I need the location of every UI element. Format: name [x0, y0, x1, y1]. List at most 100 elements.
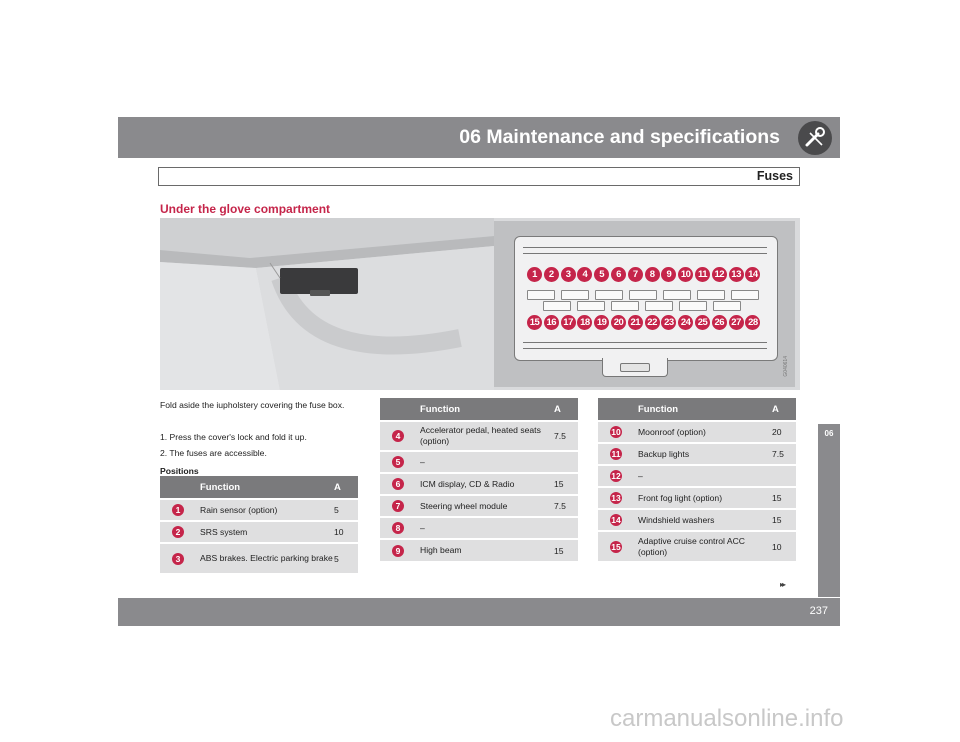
fuse-amperage: 15: [772, 486, 796, 509]
fuse-function: –: [634, 464, 772, 487]
table-header: Function A: [380, 398, 578, 421]
fuse-function: Moonroof (option): [634, 420, 772, 443]
fuse-position-badge: 25: [695, 315, 710, 330]
fuse-amperage: 15: [554, 538, 578, 561]
fuse-amperage: 7.5: [554, 494, 578, 517]
fuse-position-badge: 28: [745, 315, 761, 330]
fuse-slot: [663, 290, 691, 300]
fuse-amperage: 7.5: [772, 442, 796, 465]
fuse-position-badge: 9: [661, 267, 677, 282]
wrench-gear-icon: [798, 121, 832, 155]
fuse-position-badge: 19: [594, 315, 610, 330]
fuse-position-badge: 12: [711, 267, 727, 282]
fuse-position-badge: 7: [627, 267, 643, 282]
section-header-title: Fuses: [756, 169, 793, 183]
fuse-slot: [527, 290, 555, 300]
chapter-title: 06 Maintenance and specifications: [459, 126, 780, 148]
fuse-amperage: 15: [772, 508, 796, 531]
table-row: 8 –: [380, 516, 578, 539]
intro-text: Fold aside the iupholstery covering the …: [160, 400, 345, 410]
fuse-slot: [697, 290, 725, 300]
fuse-position-badge: 2: [543, 267, 559, 282]
continued-arrow-icon: ▸▸: [780, 580, 786, 589]
fuse-position-badge: 22: [644, 315, 660, 330]
fuse-number-badge: 10: [610, 426, 622, 438]
fuse-function: Windshield washers: [634, 508, 772, 531]
fuse-number-badge: 14: [610, 514, 622, 526]
fuse-slot: [731, 290, 759, 300]
table-row: 4 Accelerator pedal, heated seats (optio…: [380, 420, 578, 451]
page-number: 237: [809, 605, 828, 617]
fuse-function: Steering wheel module: [416, 494, 554, 517]
fuse-number-badge: 6: [392, 478, 404, 490]
column-header-a: A: [334, 476, 358, 499]
table-row: 9 High beam 15: [380, 538, 578, 561]
fuse-position-badge: 26: [711, 315, 727, 330]
fuse-function: –: [416, 450, 554, 473]
fuse-position-badge: 18: [577, 315, 593, 330]
fuse-slot: [713, 301, 741, 311]
fuse-position-badge: 24: [678, 315, 694, 330]
fuse-position-badge: 14: [745, 267, 761, 282]
fuse-number-badge: 3: [172, 552, 184, 565]
column-header-function: Function: [196, 476, 334, 499]
watermark: carmanualsonline.info: [610, 705, 844, 732]
fuse-amperage: 5: [334, 498, 358, 521]
section-title: Under the glove compartment: [160, 202, 331, 216]
table-header: Function A: [160, 476, 358, 499]
table-row: 14 Windshield washers 15: [598, 508, 796, 531]
table-row: 7 Steering wheel module 7.5: [380, 494, 578, 517]
fuse-function: Front fog light (option): [634, 486, 772, 509]
fuse-number-badge: 11: [610, 448, 622, 460]
fuse-amperage: 5: [334, 542, 358, 573]
fuse-amperage: 15: [554, 472, 578, 495]
page-footer: 237: [118, 598, 840, 626]
fuse-position-badge: 17: [560, 315, 576, 330]
fuse-number-badge: 12: [610, 470, 622, 482]
fuse-position-badge: 1: [527, 267, 542, 282]
chapter-side-tab: 06: [818, 424, 840, 597]
table-row: 15 Adaptive cruise control ACC (option) …: [598, 530, 796, 561]
fuse-position-badge: 27: [728, 315, 744, 330]
section-header: Fuses: [158, 167, 800, 186]
table-row: 11 Backup lights 7.5: [598, 442, 796, 465]
fuse-box-cover-lock: [602, 358, 668, 377]
fuse-function: ABS brakes. Electric parking brake: [196, 542, 334, 573]
fuse-table-2: Function A 4 Accelerator pedal, heated s…: [380, 398, 578, 561]
fuse-function: Accelerator pedal, heated seats (option): [416, 420, 554, 451]
fuse-function: SRS system: [196, 520, 334, 543]
table-header: Function A: [598, 398, 796, 421]
fuse-amperage: 20: [772, 420, 796, 443]
fuse-function: Rain sensor (option): [196, 498, 334, 521]
fuse-position-badge: 4: [577, 267, 593, 282]
fuse-function: Backup lights: [634, 442, 772, 465]
fuse-function: –: [416, 516, 554, 539]
glove-compartment-illustration: [160, 218, 494, 390]
fuse-table-3: Function A 10 Moonroof (option) 20 11 Ba…: [598, 398, 796, 561]
table-row: 5 –: [380, 450, 578, 473]
table-row: 10 Moonroof (option) 20: [598, 420, 796, 443]
fuse-slot: [679, 301, 707, 311]
fuse-slot: [645, 301, 673, 311]
fuse-amperage: 10: [334, 520, 358, 543]
column-header-function: Function: [634, 398, 772, 421]
column-header-function: Function: [416, 398, 554, 421]
fuse-position-badge: 10: [678, 267, 694, 282]
fuse-position-badge: 3: [560, 267, 576, 282]
fuse-slot: [577, 301, 605, 311]
fuse-number-badge: 4: [392, 430, 404, 442]
fuse-slot: [543, 301, 571, 311]
fuse-amperage: [554, 450, 578, 473]
fuse-amperage: [554, 516, 578, 539]
fuse-position-badge: 21: [627, 315, 643, 330]
table-row: 1 Rain sensor (option) 5: [160, 498, 358, 521]
column-header-a: A: [554, 398, 578, 421]
fuse-table-1: Function A 1 Rain sensor (option) 5 2 SR…: [160, 476, 358, 573]
table-row: 13 Front fog light (option) 15: [598, 486, 796, 509]
step-1: 1. Press the cover's lock and fold it up…: [160, 432, 307, 442]
fuse-position-badge: 15: [527, 315, 542, 330]
fuse-number-badge: 9: [392, 544, 404, 557]
fuse-number-badge: 15: [610, 540, 622, 553]
fuse-position-badge: 13: [728, 267, 744, 282]
